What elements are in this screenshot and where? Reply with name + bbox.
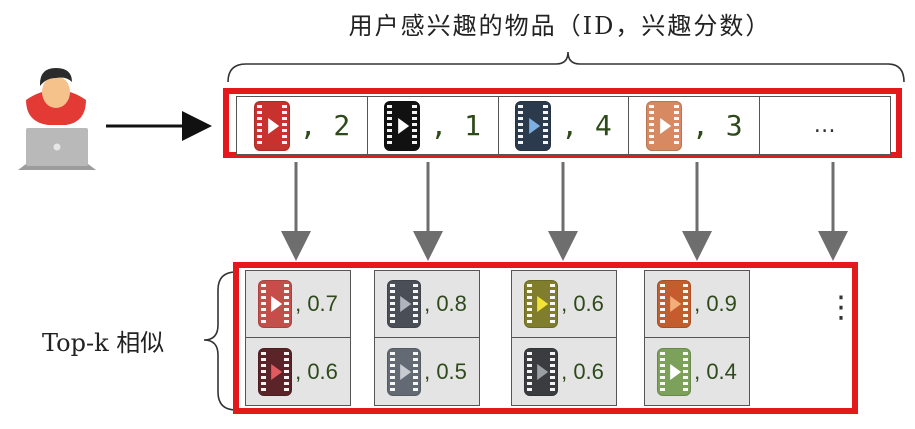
similar-item: , 0.6 <box>246 338 350 405</box>
interest-item: , 4 <box>499 97 630 154</box>
film-icon <box>646 100 682 151</box>
film-icon <box>253 100 290 151</box>
film-icon <box>258 280 293 328</box>
similar-item: , 0.7 <box>246 271 350 338</box>
similar-item: , 0.4 <box>645 338 749 405</box>
film-icon <box>387 280 422 328</box>
left-brace <box>203 271 237 411</box>
top-brace <box>227 51 905 83</box>
film-icon <box>387 347 422 396</box>
interest-score: , 2 <box>299 109 351 142</box>
film-icon <box>384 100 421 151</box>
film-icon <box>524 347 559 396</box>
similar-item: , 0.6 <box>512 338 616 405</box>
interest-score: , 1 <box>430 109 481 142</box>
film-icon <box>657 280 692 328</box>
user-icon <box>18 68 96 170</box>
similarity-score: , 0.6 <box>561 358 604 384</box>
film-icon <box>657 347 692 396</box>
interest-item: , 3 <box>629 97 761 154</box>
similarity-score: , 0.5 <box>424 358 467 384</box>
interest-score: , 4 <box>561 109 612 142</box>
similar-column: , 0.9 , 0.4 <box>644 270 750 406</box>
interest-item: , 1 <box>368 97 499 154</box>
similar-item: , 0.6 <box>512 271 616 338</box>
similarity-score: , 0.6 <box>295 358 338 384</box>
topk-label: Top-k 相似 <box>42 329 165 357</box>
interest-score: , 3 <box>692 109 743 142</box>
similar-item: , 0.9 <box>645 271 749 338</box>
similarity-score: , 0.6 <box>561 291 604 316</box>
film-icon <box>524 280 559 328</box>
similar-items-frame <box>233 262 858 414</box>
interest-list: , 2 , 1 , 4 , 3 … <box>236 96 891 155</box>
film-icon <box>258 347 293 396</box>
film-icon <box>515 100 552 151</box>
ellipsis: … <box>813 113 837 138</box>
similarity-score: , 0.7 <box>295 291 338 316</box>
similar-item: , 0.5 <box>375 338 479 405</box>
similarity-score: , 0.8 <box>424 291 467 316</box>
similar-column: , 0.8 , 0.5 <box>374 270 480 406</box>
vertical-ellipsis: ⋮ <box>826 290 856 325</box>
similar-column: , 0.7 , 0.6 <box>245 270 351 406</box>
similar-item: , 0.8 <box>375 271 479 338</box>
interest-item-more: … <box>760 97 890 154</box>
similar-column: , 0.6 , 0.6 <box>511 270 617 406</box>
interest-item: , 2 <box>237 97 368 154</box>
diagram-title: 用户感兴趣的物品（ID，兴趣分数） <box>348 12 772 40</box>
interest-list-frame <box>223 88 902 158</box>
similarity-score: , 0.9 <box>694 291 737 316</box>
similarity-score: , 0.4 <box>694 358 737 384</box>
